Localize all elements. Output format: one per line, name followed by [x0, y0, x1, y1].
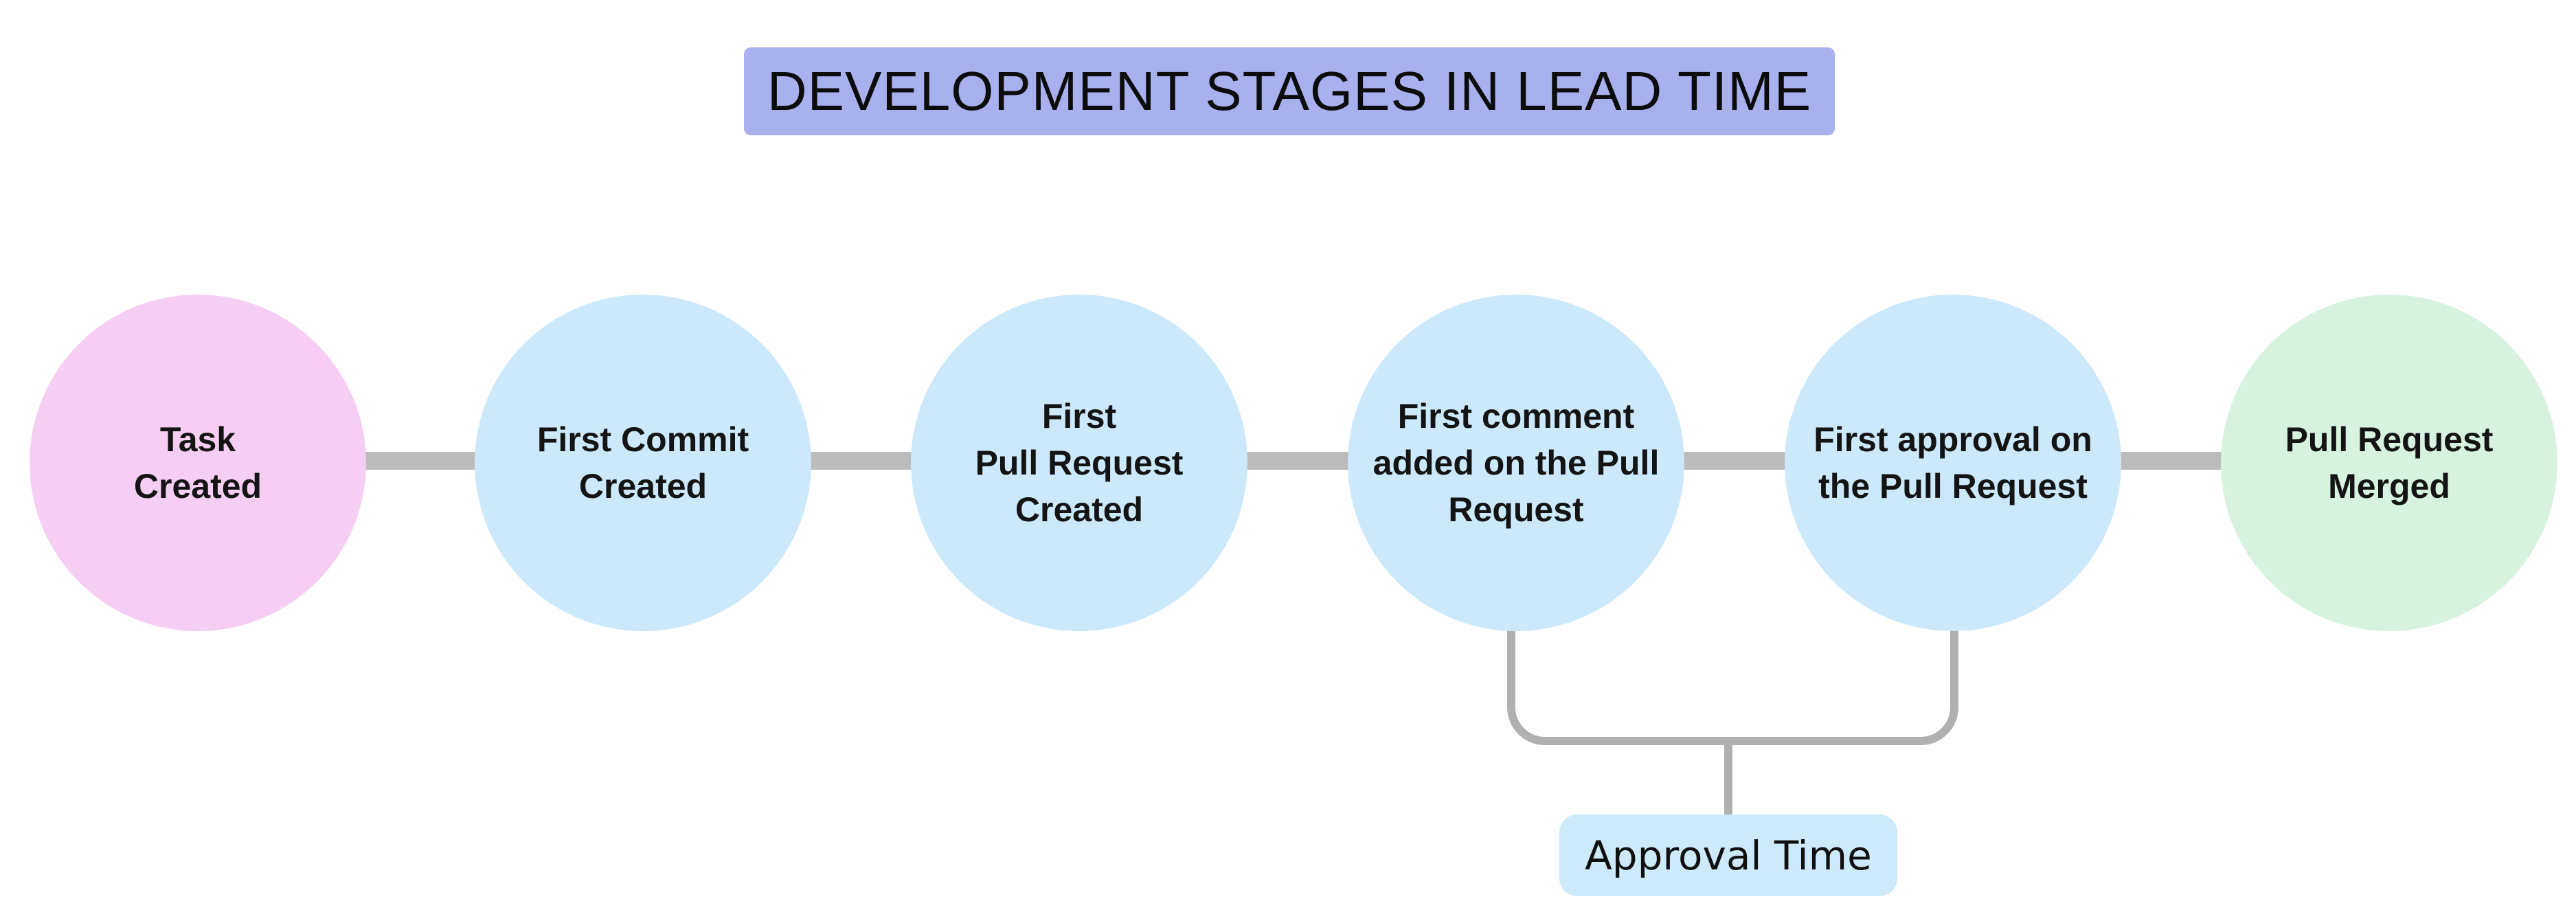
- stage-label: First approval on the Pull Request: [1814, 420, 2092, 505]
- title-banner: DEVELOPMENT STAGES IN LEAD TIME: [744, 47, 1835, 135]
- stage-circle-task-created: Task Created: [30, 295, 366, 631]
- stage-circle-first-commit-created: First Commit Created: [475, 295, 811, 631]
- approval-time-label-box: Approval Time: [1559, 814, 1897, 896]
- stage-label: Pull Request Merged: [2285, 420, 2494, 505]
- stage-circle-first-approval: First approval on the Pull Request: [1785, 295, 2121, 631]
- diagram-title: DEVELOPMENT STAGES IN LEAD TIME: [767, 60, 1812, 122]
- stage-label: First Commit Created: [536, 420, 749, 505]
- stage-label: First Pull Request Created: [975, 397, 1184, 529]
- stage-circle-first-comment-added: First comment added on the Pull Request: [1348, 295, 1684, 631]
- stage-circle-pull-request-merged: Pull Request Merged: [2221, 295, 2557, 631]
- approval-time-bracket-stem: [1724, 745, 1732, 814]
- stage-circle-first-pull-request-created: First Pull Request Created: [911, 295, 1247, 631]
- stage-label: First comment added on the Pull Request: [1372, 397, 1660, 529]
- approval-time-bracket: [1507, 615, 1958, 745]
- stage-label: Task Created: [133, 420, 262, 505]
- approval-time-label: Approval Time: [1585, 832, 1872, 879]
